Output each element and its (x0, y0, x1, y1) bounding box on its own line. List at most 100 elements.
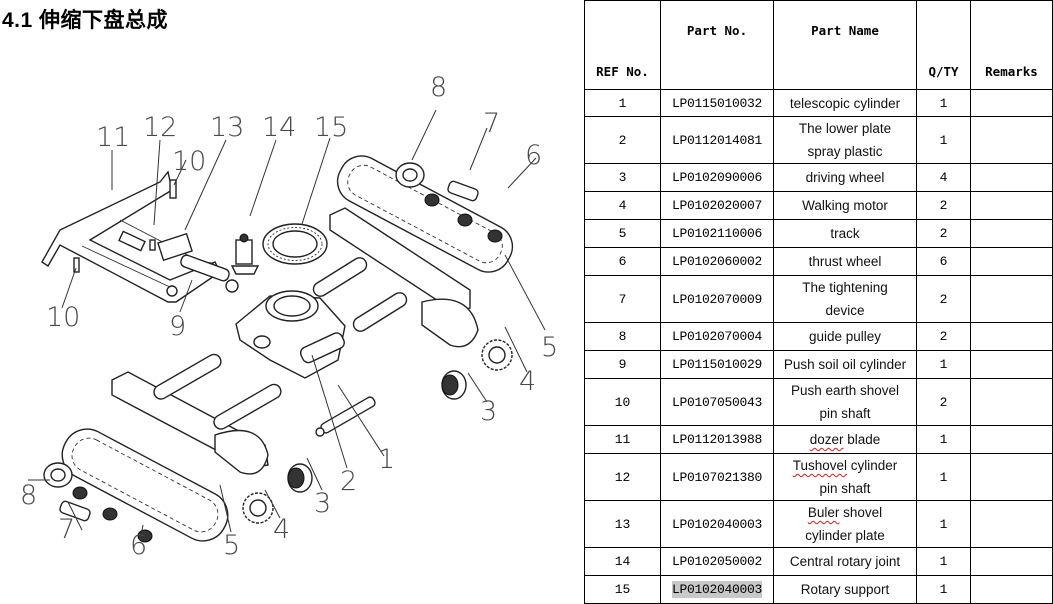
cell-part-name: The lower plate spray plastic (773, 116, 917, 164)
cell-part-name: guide pulley (773, 322, 917, 351)
cell-qty: 6 (916, 247, 971, 276)
cell-part-no: LP0102040003 (660, 575, 774, 604)
callout-7: 7 (483, 108, 500, 139)
part-name-line-1: Walking motor (802, 198, 888, 213)
cell-part-no: LP0112014081 (660, 116, 774, 164)
cell-ref-no: 7 (584, 275, 661, 323)
cell-ref-no: 12 (584, 453, 661, 501)
cell-part-name: track (773, 219, 917, 248)
callout-5: 5 (541, 332, 558, 363)
lower-plate-frame-drawing (235, 290, 346, 379)
push-soil-cylinder-drawing (180, 254, 239, 293)
cell-part-no: LP0102050002 (660, 547, 774, 576)
cell-part-no: LP0115010029 (660, 350, 774, 379)
tightening-device-drawing (59, 180, 479, 522)
cell-ref-no: 3 (584, 163, 661, 192)
cell-part-name: Central rotary joint (773, 547, 917, 576)
cell-remarks (970, 275, 1053, 323)
cell-ref-no: 9 (584, 350, 661, 379)
cell-ref-no: 1 (584, 89, 661, 117)
callout-6: 6 (130, 530, 147, 561)
cell-remarks (970, 425, 1053, 454)
rotary-support-drawing (262, 223, 328, 265)
cell-part-no: LP0102040003 (660, 500, 774, 548)
cell-part-no: LP0102090006 (660, 163, 774, 192)
cell-remarks (970, 191, 1053, 220)
callout-3: 3 (480, 396, 497, 427)
callout-5: 5 (223, 530, 240, 561)
cell-part-name: driving wheel (773, 163, 917, 192)
cell-qty: 2 (916, 219, 971, 248)
cell-part-no: LP0102110006 (660, 219, 774, 248)
cell-remarks (970, 453, 1053, 501)
cell-qty: 1 (916, 116, 971, 164)
exploded-parts-diagram: 1 2 3 3 4 4 5 5 6 6 7 7 8 8 9 10 10 11 1… (0, 40, 580, 581)
cell-qty: 1 (916, 89, 971, 117)
cell-remarks (970, 219, 1053, 248)
part-name-line-1: thrust wheel (808, 254, 882, 269)
cell-part-no: LP0102060002 (660, 247, 774, 276)
header-qty: Q/TY (916, 0, 971, 90)
part-name-line-1: Tushovel cylinder (792, 458, 898, 473)
part-name-line-1: Central rotary joint (789, 554, 901, 569)
cell-part-name: Walking motor (773, 191, 917, 220)
dozer-blade-drawing (41, 170, 221, 303)
callout-9: 9 (169, 311, 186, 342)
callout-14: 14 (262, 112, 296, 143)
lower-side-frame-drawing (111, 353, 282, 475)
part-name-line-1: track (830, 226, 860, 241)
cell-remarks (970, 116, 1053, 164)
callout-8: 8 (430, 72, 447, 103)
part-name-line-1: The lower plate (798, 121, 892, 136)
cell-part-name: Rotary support (773, 575, 917, 604)
callout-10: 10 (46, 302, 80, 333)
cell-qty: 4 (916, 163, 971, 192)
cell-ref-no: 8 (584, 322, 661, 351)
cell-ref-no: 10 (584, 378, 661, 426)
callout-2: 2 (340, 466, 357, 497)
telescopic-cylinder-drawing (315, 396, 376, 437)
cell-remarks (970, 378, 1053, 426)
cell-qty: 1 (916, 500, 971, 548)
cell-remarks (970, 247, 1053, 276)
cell-remarks (970, 547, 1053, 576)
track-lower-drawing (61, 428, 229, 542)
cell-remarks (970, 350, 1053, 379)
part-name-line-2: pin shaft (819, 481, 871, 496)
cell-part-no: LP0107050043 (660, 378, 774, 426)
cell-qty: 2 (916, 378, 971, 426)
cell-part-name: thrust wheel (773, 247, 917, 276)
header-part-name: Part Name (773, 0, 917, 90)
part-name-line-1: driving wheel (805, 170, 885, 185)
part-name-line-2: spray plastic (807, 144, 883, 159)
cell-ref-no: 2 (584, 116, 661, 164)
central-rotary-joint-drawing (230, 233, 260, 275)
cell-qty: 1 (916, 350, 971, 379)
leader-lines (28, 109, 546, 541)
part-name-line-2: pin shaft (819, 406, 871, 421)
highlighted-part-no[interactable]: LP0102040003 (671, 581, 762, 598)
cell-part-name: Tushovel cylinder pin shaft (773, 453, 917, 501)
cell-ref-no: 15 (584, 575, 661, 604)
cell-part-no: LP0102020007 (660, 191, 774, 220)
callout-4: 4 (519, 366, 536, 397)
part-name-line-1: Push soil oil cylinder (783, 357, 907, 372)
header-ref-no: REF No. (584, 0, 661, 90)
callout-3: 3 (314, 488, 331, 519)
part-name-line-1: Rotary support (800, 582, 890, 597)
cell-remarks (970, 163, 1053, 192)
spellcheck-underline: Tushovel (792, 458, 847, 473)
callout-10: 10 (172, 146, 206, 177)
spellcheck-underline: Buler (807, 505, 840, 520)
pin-shaft-drawing (73, 179, 177, 273)
callout-13: 13 (210, 112, 244, 143)
cell-part-name: telescopic cylinder (773, 89, 917, 117)
